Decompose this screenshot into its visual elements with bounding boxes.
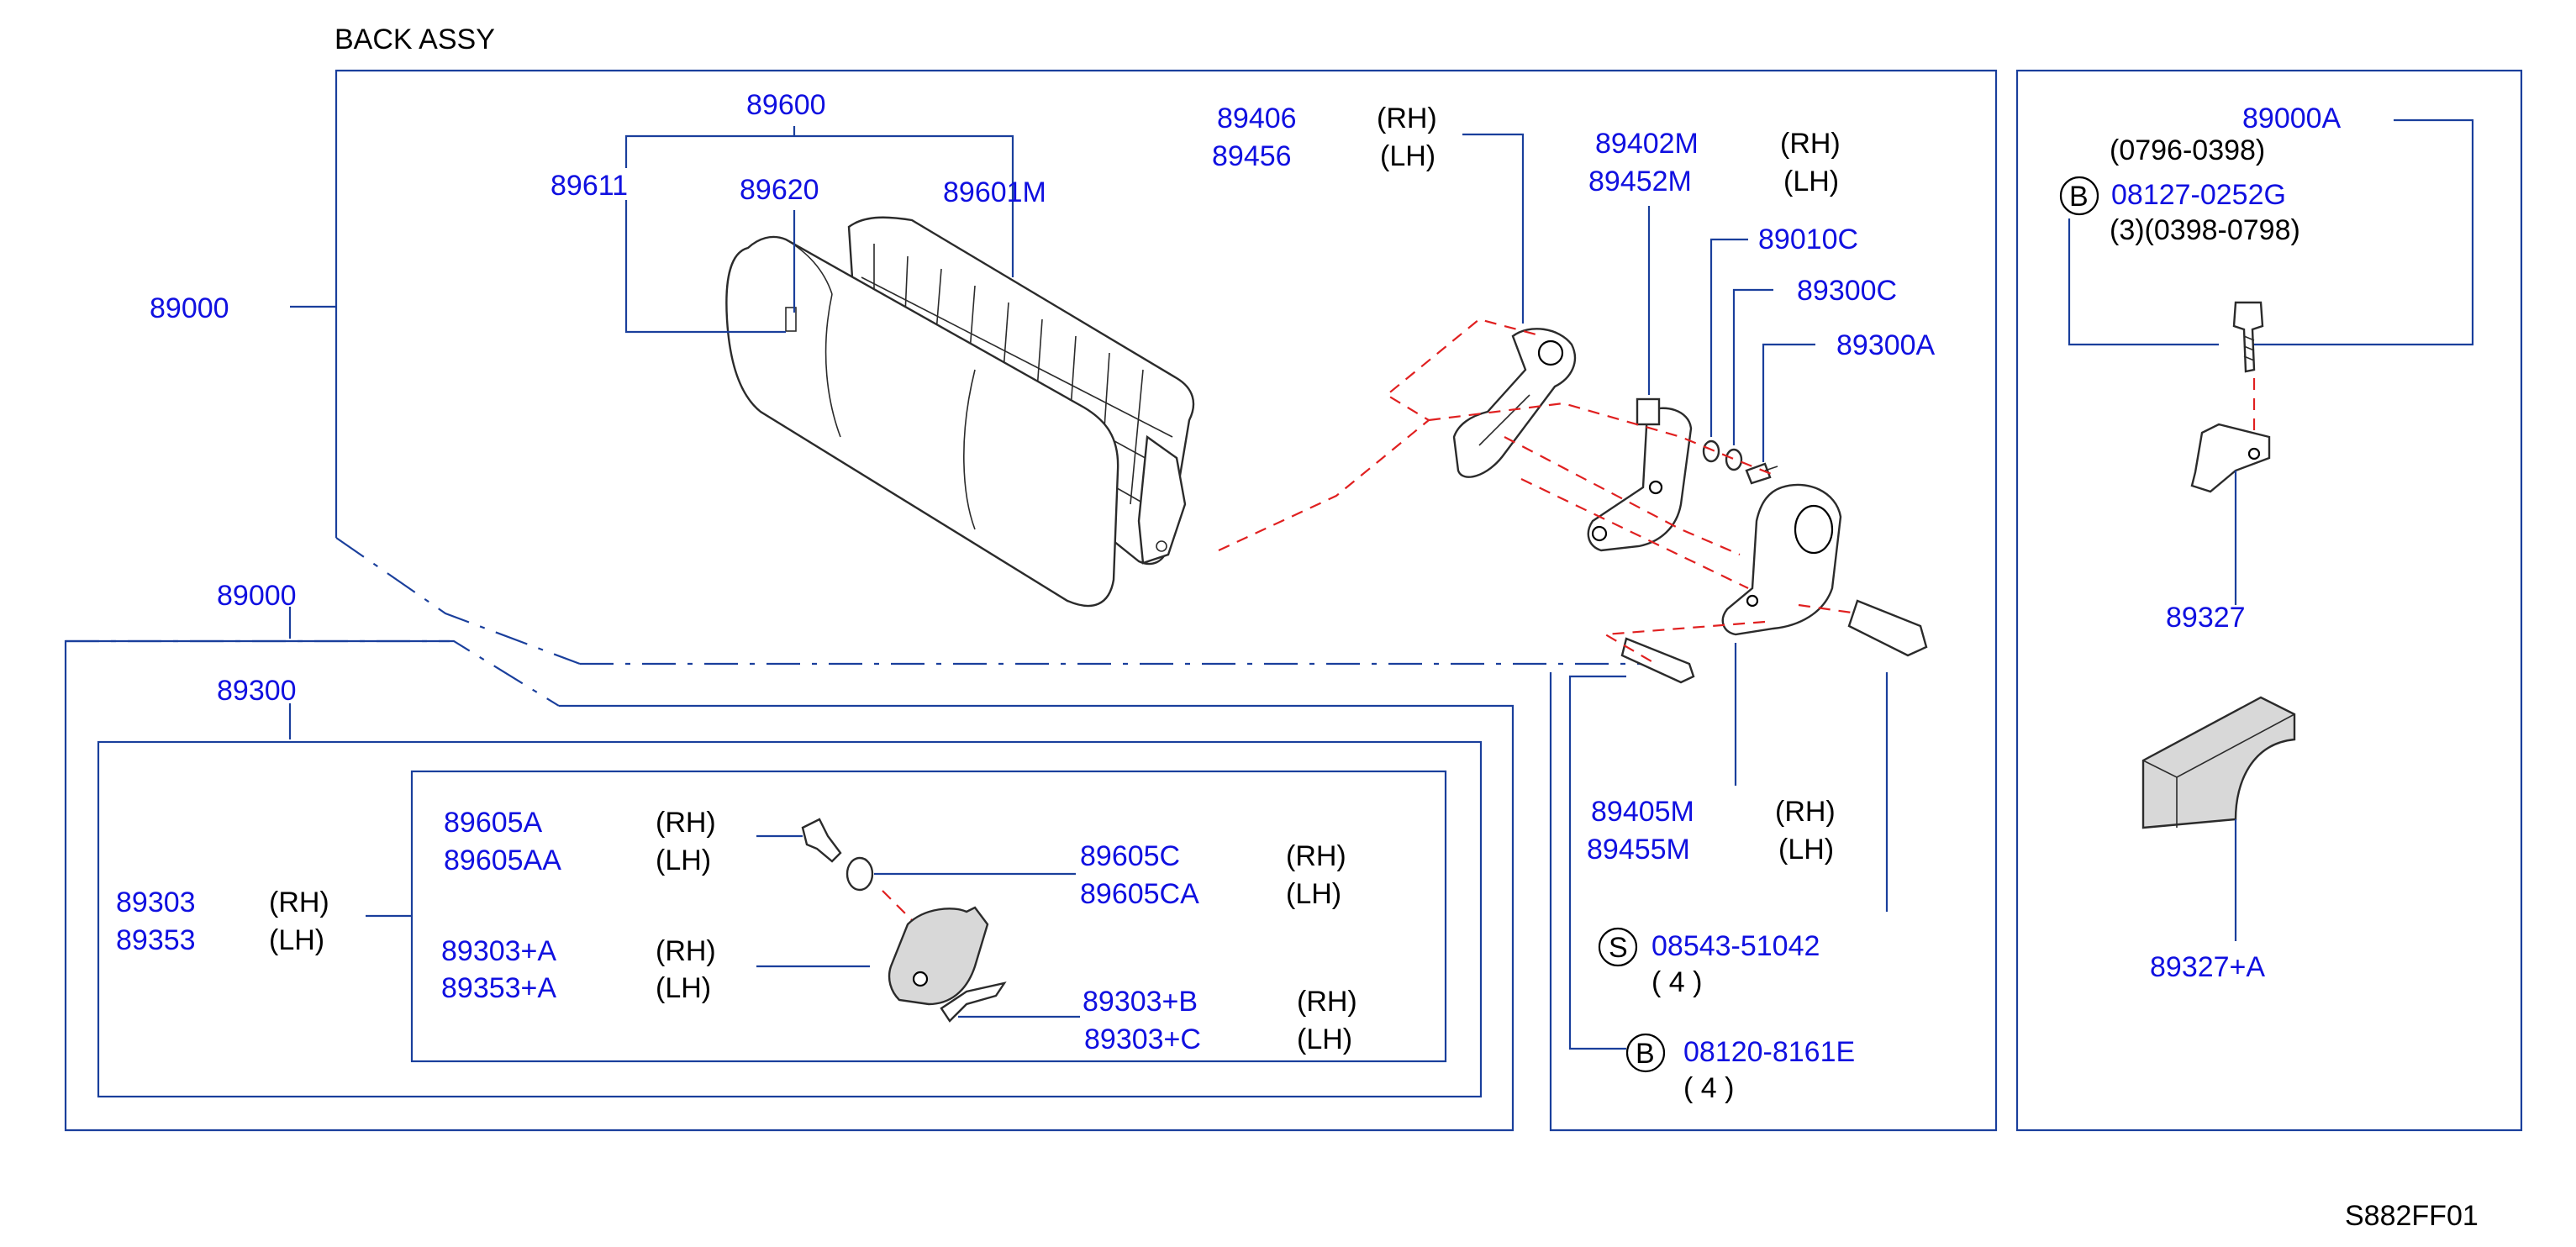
callout-89455M: 89455M: [1587, 834, 1690, 866]
callout-labels: 89600 89611 89620 89601M 89000 89406 (RH…: [116, 89, 2342, 1104]
b-marker-2: B: [1636, 1038, 1655, 1070]
callout-89402M: 89402M: [1595, 128, 1699, 160]
callout-89000-sub: 89000: [217, 580, 297, 612]
callout-89300: 89300: [217, 675, 297, 707]
callout-89000A-range: (0796-0398): [2110, 134, 2265, 166]
callout-89611: 89611: [550, 170, 628, 202]
b-marker-circle-1: [2059, 176, 2099, 216]
hinge-plate-89402M: [1587, 407, 1693, 552]
seat-back-edge: [785, 239, 833, 295]
callout-89303B: 89303+B: [1083, 986, 1198, 1018]
hinge-parts-drawing: [1218, 318, 1928, 684]
callout-89300C: 89300C: [1797, 275, 1897, 307]
frame-back-assy-diag: [335, 537, 581, 666]
callout-08120-qty: ( 4 ): [1683, 1072, 1734, 1104]
callout-89353A-side: (LH): [656, 972, 711, 1004]
callout-89605A: 89605A: [444, 807, 543, 839]
callout-89452M-side: (LH): [1783, 166, 1839, 197]
diagram-code: S882FF01: [2345, 1200, 2479, 1232]
callout-89303A: 89303+A: [441, 935, 556, 967]
bolt-08127: [2232, 301, 2264, 373]
latch-drawing: [288, 607, 1080, 1023]
callout-89300A: 89300A: [1836, 329, 1936, 361]
seat-back-drawing: [725, 216, 1195, 608]
b-marker-1: B: [2069, 181, 2089, 213]
callout-89605C: 89605C: [1080, 840, 1180, 872]
callout-08543: 08543-51042: [1651, 930, 1820, 962]
callout-89600: 89600: [746, 89, 826, 121]
diagram-title: BACK ASSY: [335, 24, 495, 55]
callout-89605CA-side: (LH): [1286, 878, 1341, 910]
callout-89456-side: (LH): [1380, 140, 1436, 172]
callout-89353-side: (LH): [269, 924, 324, 956]
callout-89000A: 89000A: [2242, 103, 2342, 134]
washer-89300C: [1725, 448, 1743, 471]
frame-right-column: [2015, 69, 2523, 1132]
callout-89327: 89327: [2166, 602, 2246, 634]
callout-89303-side: (RH): [269, 887, 329, 918]
callout-89605AA-side: (LH): [656, 844, 711, 876]
block-89327A: [2141, 696, 2296, 829]
callout-89303B-side: (RH): [1297, 986, 1357, 1018]
seat-back-seam-1: [824, 293, 841, 438]
callout-08127: 08127-0252G: [2111, 179, 2286, 211]
callout-89452M: 89452M: [1588, 166, 1692, 197]
callout-89456: 89456: [1212, 140, 1292, 172]
tag-89611: [785, 307, 797, 332]
callout-89405M: 89405M: [1591, 796, 1694, 828]
frame-89300: [97, 740, 1483, 1098]
seat-back-hinge: [1137, 434, 1187, 565]
callout-89601M: 89601M: [943, 176, 1046, 208]
callout-89620: 89620: [740, 174, 819, 206]
frame-outer-lower-diag: [66, 639, 560, 707]
callout-89406: 89406: [1217, 103, 1297, 134]
callout-08120: 08120-8161E: [1683, 1036, 1855, 1068]
callout-89406-side: (RH): [1377, 103, 1437, 134]
callout-89010C: 89010C: [1758, 224, 1858, 255]
s-marker-circle: [1598, 927, 1638, 967]
washer-89010C: [1702, 439, 1720, 463]
callout-89303A-side: (RH): [656, 935, 716, 967]
bolt-08543: [1847, 599, 1928, 657]
callout-08543-qty: ( 4 ): [1651, 966, 1702, 998]
callout-89605C-side: (RH): [1286, 840, 1346, 872]
callout-89605A-side: (RH): [656, 807, 716, 839]
frame-back-assy: [335, 69, 1998, 1132]
bushing-89605C: [845, 856, 874, 892]
seat-back-seam-2: [963, 369, 976, 530]
screw-89605A: [801, 818, 842, 863]
callout-89327A: 89327+A: [2150, 951, 2265, 983]
callout-89303: 89303: [116, 887, 196, 918]
callout-08127-qty: (3)(0398-0798): [2110, 214, 2300, 246]
s-marker: S: [1609, 932, 1628, 964]
hinge-arm-89405M: [1721, 483, 1842, 636]
callout-89402M-side: (RH): [1780, 128, 1841, 160]
callout-89000-main: 89000: [150, 292, 229, 324]
b-marker-circle-2: [1625, 1033, 1666, 1073]
callout-89605CA: 89605CA: [1080, 878, 1199, 910]
seat-back-cushion: [725, 235, 1119, 608]
callout-89605AA: 89605AA: [444, 844, 561, 876]
hinge-leaders: [1462, 133, 1889, 1050]
bolt-08120: [1620, 637, 1695, 684]
callout-89353A: 89353+A: [441, 972, 556, 1004]
lever-89303B: [940, 981, 1007, 1023]
callout-89405M-side: (RH): [1775, 796, 1836, 828]
callout-89455M-side: (LH): [1778, 834, 1834, 866]
callout-89353: 89353: [116, 924, 196, 956]
callout-89303C-side: (LH): [1297, 1023, 1352, 1055]
seat-back-leaders: [290, 126, 1014, 334]
callout-89303C: 89303+C: [1084, 1023, 1201, 1055]
bolt-89300A: [1745, 462, 1772, 485]
right-column-drawing: [2068, 118, 2474, 941]
